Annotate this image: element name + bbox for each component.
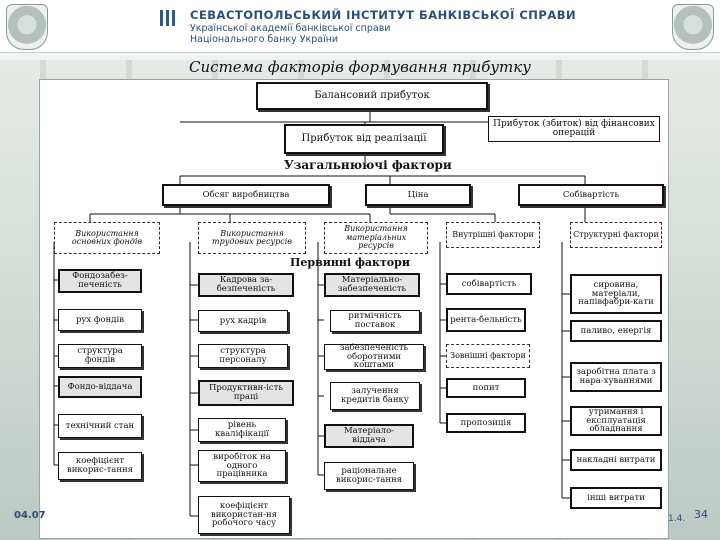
academy-name: Української академії банківської справи: [190, 23, 391, 34]
equipment-maintenance-box: утримання і експлуатація обладнання: [570, 406, 662, 436]
material-supply-box: Матеріально-забезпеченість: [324, 273, 420, 297]
cost-box: Собівартість: [518, 184, 664, 206]
use-fixed-assets-box: Використання основних фондів: [54, 222, 160, 254]
bank-credits-box: залучення кредитів банку: [330, 382, 420, 410]
balance-profit-box: Балансовий прибуток: [256, 82, 488, 110]
footer-date: 04.07: [14, 510, 46, 521]
general-factors-label: Узагальнюючі фактори: [284, 158, 452, 172]
bank-name: Національного банку України: [190, 34, 339, 45]
cost-price-box: собівартість: [446, 273, 532, 295]
material-productivity-box: Матеріало-віддача: [324, 424, 414, 448]
header-banner: СЕВАСТОПОЛЬСЬКИЙ ІНСТИТУТ БАНКІВСЬКОЇ СП…: [0, 0, 720, 53]
slide-title: Система факторів формування прибутку: [189, 58, 531, 76]
technical-condition-box: технічний стан: [58, 414, 142, 438]
raw-materials-box: сировина, матеріали, напівфабри-кати: [570, 274, 662, 314]
demand-box: попит: [446, 378, 526, 398]
staff-movement-box: рух кадрів: [198, 310, 288, 332]
footer-fragment: 1.4.: [668, 514, 686, 524]
labor-productivity-box: Продуктивн-ість праці: [198, 380, 294, 406]
connector-lines: [53, 110, 586, 517]
qualification-level-box: рівень кваліфікації: [198, 418, 286, 442]
external-factors-box: Зовнішні фактори: [446, 344, 530, 368]
utilization-coefficient-box: коефіцієнт викорис-тання: [58, 452, 142, 480]
fixed-assets-structure-box: структура фондів: [58, 344, 142, 368]
internal-factors-box: Внутрішні фактори: [446, 222, 540, 248]
use-material-box: Використання матеріальних ресурсів: [324, 222, 428, 254]
supply-box: пропозиція: [446, 413, 526, 433]
diagram-panel: Балансовий прибуток Прибуток від реаліза…: [40, 80, 668, 538]
institute-crest-left-icon: [6, 4, 48, 50]
volume-box: Обсяг виробництва: [162, 184, 330, 206]
financial-profit-box: Прибуток (збиток) від фінансових операці…: [488, 116, 660, 142]
structural-factors-box: Структурні фактори: [570, 222, 662, 248]
institute-name: СЕВАСТОПОЛЬСЬКИЙ ІНСТИТУТ БАНКІВСЬКОЇ СП…: [190, 8, 577, 22]
wages-box: заробітна плата з нара-хуваннями: [570, 362, 662, 392]
price-box: Ціна: [365, 184, 471, 206]
staff-structure-box: структура персоналу: [198, 344, 288, 368]
coat-of-arms-right-icon: [672, 4, 714, 50]
fixed-assets-supply-box: Фондозабез-печеність: [58, 269, 142, 293]
other-costs-box: інші витрати: [570, 487, 662, 509]
working-time-coefficient-box: коефіцієнт використан-ня робочого часу: [198, 496, 290, 534]
use-labor-box: Використання трудових ресурсів: [198, 222, 306, 254]
delivery-rhythm-box: ритмічність поставок: [330, 310, 420, 332]
rational-use-box: раціональне викорис-тання: [324, 462, 414, 490]
page-number: 34: [694, 508, 708, 521]
institute-logo-icon: [160, 10, 176, 26]
fixed-assets-movement-box: рух фондів: [58, 309, 142, 331]
sales-profit-box: Прибуток від реалізації: [284, 124, 444, 154]
capital-productivity-box: Фондо-віддача: [58, 376, 142, 398]
overhead-costs-box: накладні витрати: [570, 449, 662, 471]
output-per-worker-box: виробіток на одного працівника: [198, 450, 286, 482]
primary-factors-label: Первинні фактори: [290, 256, 410, 269]
working-capital-box: забезпеченість оборотними коштами: [324, 343, 424, 370]
fuel-energy-box: паливо, енергія: [570, 320, 662, 342]
profitability-box: рента-бельність: [446, 308, 526, 332]
staff-supply-box: Кадрова за-безпеченість: [198, 273, 294, 297]
